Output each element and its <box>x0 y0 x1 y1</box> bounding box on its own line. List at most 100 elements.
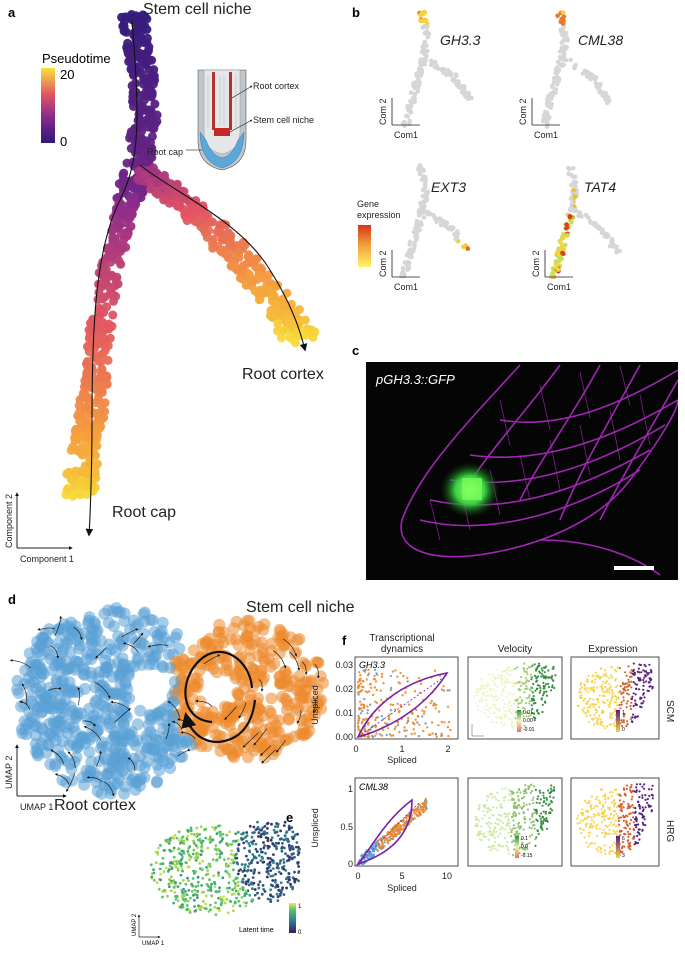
umap-mini-cell <box>599 718 602 721</box>
phase-cell <box>380 734 384 737</box>
minimap-cell <box>415 86 421 92</box>
umap-mini-cell <box>486 681 489 684</box>
phase-cell <box>375 672 378 675</box>
phase-cell <box>424 706 428 709</box>
phase-cell <box>357 686 360 689</box>
velocity-streamline <box>48 686 62 691</box>
minimap-com1-label: Com1 <box>534 130 558 140</box>
umap-cell-cortex <box>30 658 43 671</box>
umap-mini-cell <box>634 693 637 696</box>
expression-points-gh33 <box>576 662 654 730</box>
umap-mini-cell <box>650 678 653 681</box>
latent-time-umap <box>149 820 301 917</box>
phase-cell <box>373 668 377 672</box>
umap-cell-stem <box>246 727 259 740</box>
trajectory-cell <box>273 319 283 329</box>
umap-mini-cell <box>550 789 554 792</box>
minimap-cell <box>556 67 562 73</box>
phase-cell <box>370 734 374 738</box>
umap-mini-cell <box>498 844 501 847</box>
minimap-cell <box>404 262 410 267</box>
phase-cell <box>366 674 370 677</box>
trajectory-cell <box>310 327 320 337</box>
phase-cell <box>422 807 425 810</box>
minimap-com2-label: Com 2 <box>531 250 541 277</box>
latent-time-cell <box>287 858 291 861</box>
umap-mini-cell <box>644 674 647 677</box>
umap-cell-cortex <box>112 759 124 772</box>
umap-mini-cell <box>515 831 518 834</box>
umap-cell-stem <box>241 751 254 764</box>
latent-time-cell <box>253 888 257 891</box>
latent-time-cell <box>189 829 193 832</box>
umap-mini-cell <box>501 690 504 693</box>
phase-cell <box>404 735 408 738</box>
f2-ytick-0: 0 <box>348 859 353 869</box>
f1-xtick-0: 0 <box>353 744 358 754</box>
trajectory-cell <box>71 425 80 435</box>
latent-time-cell <box>280 846 284 850</box>
latent-time-cell <box>201 876 205 880</box>
trajectory-cell <box>146 117 156 127</box>
trajectory-cell <box>114 256 124 266</box>
umap-cell-cortex <box>131 718 144 731</box>
latent-time-cell <box>217 847 220 851</box>
umap-mini-cell <box>491 674 494 677</box>
minimap-cell <box>453 236 459 242</box>
umap-mini-cell <box>552 786 556 789</box>
umap-mini-cell <box>491 833 495 836</box>
latent-time-cell <box>237 849 240 853</box>
phase-cell <box>434 732 437 736</box>
umap-mini-cell <box>594 717 597 720</box>
latent-time-cell <box>259 847 263 851</box>
umap-mini-cell <box>599 720 603 724</box>
umap-mini-cell <box>499 721 502 724</box>
umap-mini-cell <box>534 844 537 847</box>
latent-time-cell <box>184 890 187 893</box>
latent-time-cell <box>265 875 269 879</box>
umap-mini-cell <box>586 700 589 703</box>
latent-time-cell <box>191 877 195 880</box>
umap-mini-cell <box>594 671 597 674</box>
latent-time-cell <box>261 832 264 836</box>
umap-cell-cortex <box>173 642 186 655</box>
umap-mini-cell <box>486 708 489 711</box>
minimap-cell <box>564 45 569 50</box>
trajectory-cell <box>129 192 139 202</box>
umap-mini-cell <box>518 832 521 835</box>
latent-time-cell <box>219 896 223 899</box>
umap-mini-cell <box>626 688 630 691</box>
latent-time-cell <box>197 906 201 910</box>
umap-mini-cell <box>540 697 544 700</box>
phase-cell <box>393 727 396 731</box>
umap-mini-cell <box>600 712 603 715</box>
f2-xtick-1: 5 <box>399 871 404 881</box>
f1-ytick-0: 0.00 <box>335 732 353 742</box>
f1-exp-tick-0: 1 <box>622 710 625 716</box>
umap-mini-cell <box>638 679 641 682</box>
umap-mini-cell <box>644 824 647 827</box>
phase-cell <box>416 807 420 810</box>
umap-mini-cell <box>499 803 502 806</box>
trajectory-cell <box>191 196 201 206</box>
latent-time-cell <box>186 834 190 838</box>
umap-mini-cell <box>537 795 540 798</box>
trajectory-cell <box>99 280 108 290</box>
umap-mini-cell <box>552 796 555 799</box>
latent-time-cell <box>152 878 156 882</box>
phase-cell <box>434 707 437 710</box>
umap-mini-cell <box>517 702 521 705</box>
velocity-streamline <box>94 682 111 699</box>
latent-time-cell <box>290 826 294 830</box>
latent-time-cell <box>231 888 235 892</box>
trajectory-cell <box>267 285 277 295</box>
umap-mini-cell <box>610 723 613 726</box>
latent-time-cell <box>191 884 195 888</box>
minimap-cell <box>566 171 571 177</box>
umap-mini-cell <box>611 695 614 698</box>
latent-time-cell <box>234 839 238 843</box>
umap-mini-cell <box>481 817 484 820</box>
minimap-cell <box>560 10 566 15</box>
latent-time-cell <box>186 899 190 903</box>
umap-mini-cell <box>531 798 534 802</box>
